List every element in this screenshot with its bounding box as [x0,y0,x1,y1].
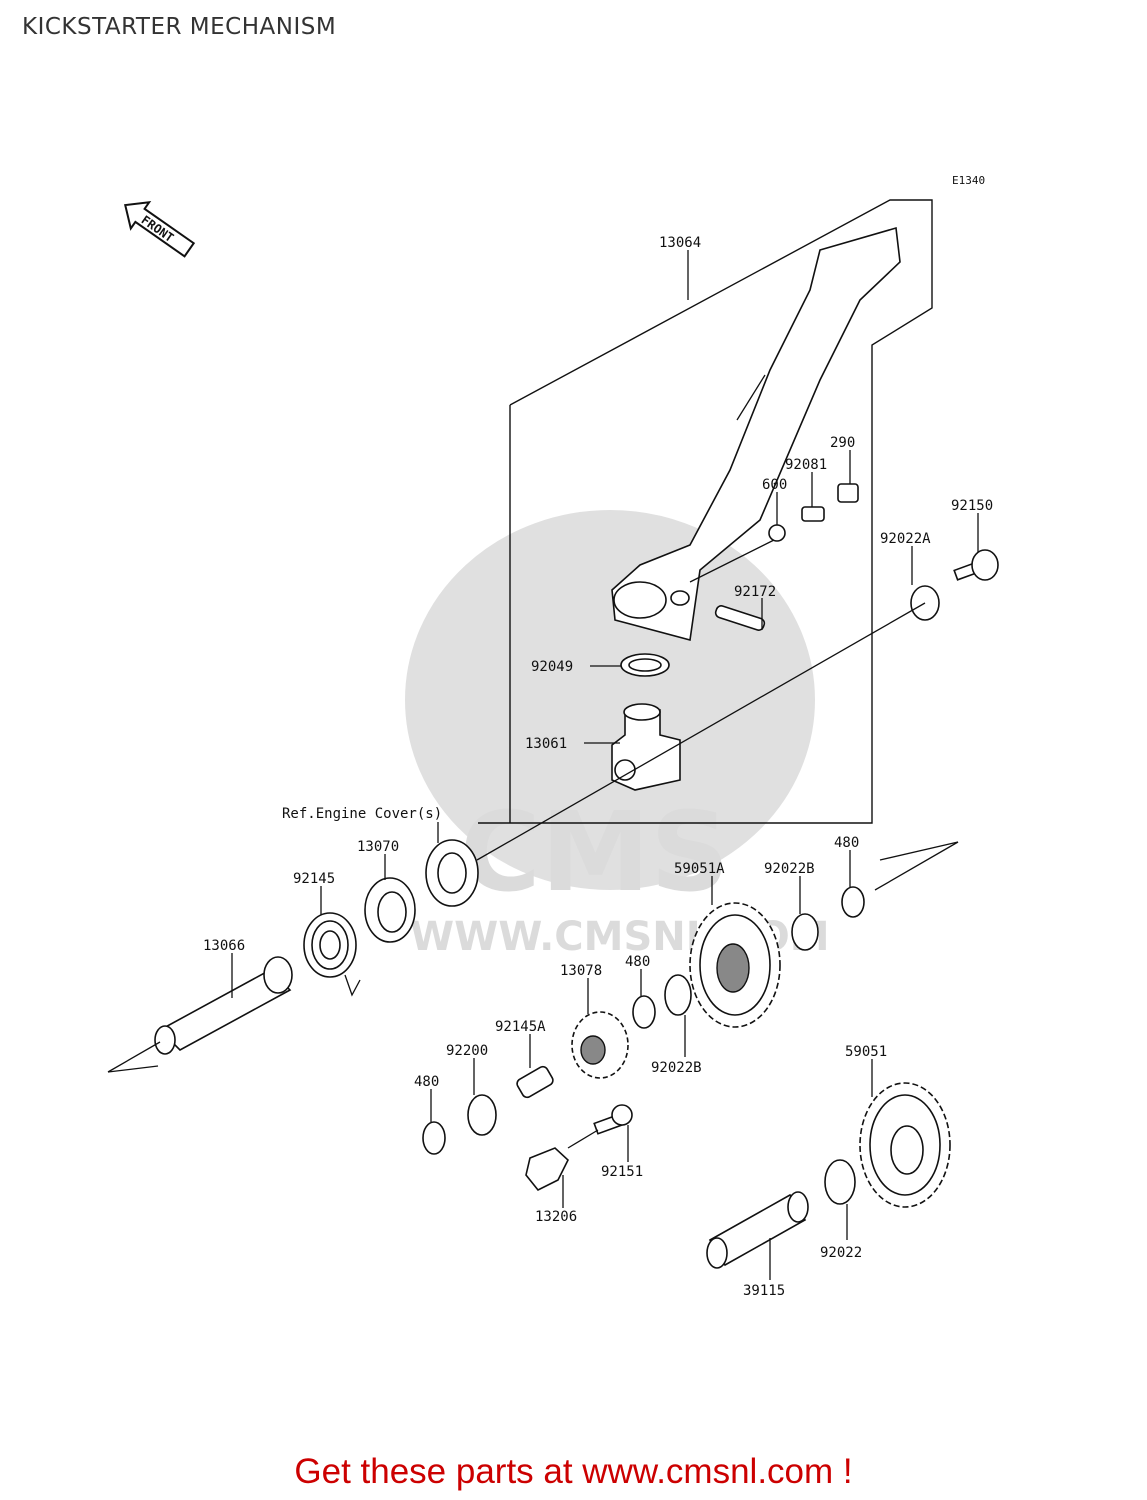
part-label-92022B-mid[interactable]: 92022B [651,1060,702,1076]
part-label-600[interactable]: 600 [762,477,787,493]
engine-cover-seal [425,839,479,907]
ball [837,483,859,503]
washer [664,974,692,1016]
leader-ball-to-pedal [689,539,775,583]
washer [824,1159,856,1205]
pin [714,605,766,631]
part-label-59051[interactable]: 59051 [845,1044,887,1060]
part-label-13078[interactable]: 13078 [560,963,602,979]
lever [611,703,681,791]
part-label-13066[interactable]: 13066 [203,938,245,954]
part-label-480-low[interactable]: 480 [414,1074,439,1090]
leader-circlip-top [874,841,959,891]
part-label-92022[interactable]: 92022 [820,1245,862,1261]
washer [467,1094,497,1136]
collar [364,877,416,943]
part-label-59051A[interactable]: 59051A [674,861,725,877]
leader-circlip-top-b [879,841,959,861]
circlip [422,1121,446,1155]
leader-washer-to-seal [476,602,926,861]
return-spring [303,912,361,997]
part-label-92049[interactable]: 92049 [531,659,573,675]
bolt [953,549,999,581]
ball-small [768,524,786,542]
part-label-480-mid[interactable]: 480 [625,954,650,970]
part-label-92022B-top[interactable]: 92022B [764,861,815,877]
spring [801,506,825,522]
washer [791,913,819,951]
part-label-92151[interactable]: 92151 [601,1164,643,1180]
guide [525,1147,569,1192]
watermark-ring [405,510,815,890]
oil-seal-inner [628,658,662,672]
kick-gear [689,902,781,1028]
label-leaders [231,250,979,1280]
part-label-13064[interactable]: 13064 [659,235,701,251]
part-label-92200[interactable]: 92200 [446,1043,488,1059]
watermark-brand: CMS [460,788,729,916]
kick-shaft [107,956,293,1073]
leader-bolt-guide [567,1129,599,1149]
circlip [632,995,656,1029]
part-label-13206[interactable]: 13206 [535,1209,577,1225]
kick-pedal [611,226,901,642]
idle-gear [859,1082,951,1208]
part-label-13061[interactable]: 13061 [525,736,567,752]
reference-note: Ref.Engine Cover(s) [282,806,442,822]
part-label-39115[interactable]: 39115 [743,1283,785,1299]
front-arrow-icon: FRONT [124,201,196,258]
idle-shaft [706,1191,809,1269]
ratchet-spring [516,1065,554,1099]
part-label-92022A[interactable]: 92022A [880,531,931,547]
assembly-frame [478,199,933,824]
bolt [593,1104,633,1135]
part-label-290[interactable]: 290 [830,435,855,451]
part-label-92145[interactable]: 92145 [293,871,335,887]
part-label-480-top[interactable]: 480 [834,835,859,851]
circlip [841,886,865,918]
part-label-92150[interactable]: 92150 [951,498,993,514]
ratchet [571,1011,629,1079]
page-title: KICKSTARTER MECHANISM [22,14,337,40]
footer-link[interactable]: Get these parts at www.cmsnl.com ! [294,1452,853,1491]
part-label-92172[interactable]: 92172 [734,584,776,600]
part-label-92081[interactable]: 92081 [785,457,827,473]
part-label-13070[interactable]: 13070 [357,839,399,855]
part-label-92145A[interactable]: 92145A [495,1019,546,1035]
diagram-code: E1340 [952,174,985,187]
